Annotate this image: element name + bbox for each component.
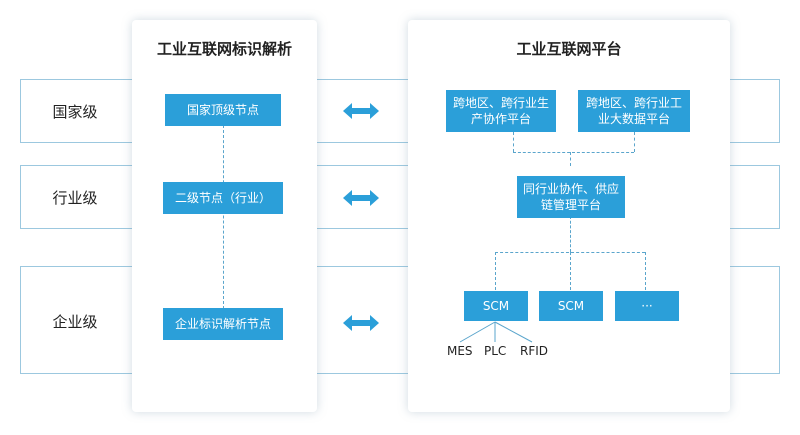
left-connector-line (223, 125, 224, 309)
level-label-enterprise: 企业级 (52, 313, 98, 331)
connector-to-supply (570, 152, 571, 166)
label-rfid: RFID (520, 344, 549, 358)
node-national-top: 国家顶级节点 (165, 94, 281, 126)
node-more: ··· (615, 291, 679, 321)
node-cross-region-bigdata: 跨地区、跨行业工业大数据平台 (578, 90, 690, 132)
bidirectional-arrow-icon-enterprise (343, 315, 379, 331)
connector-scm2 (570, 252, 571, 290)
label-mes: MES (447, 344, 473, 358)
scm-device-connectors (459, 321, 533, 343)
connector-bigdata-down (634, 132, 635, 152)
node-cross-region-collab: 跨地区、跨行业生产协作平台 (446, 90, 556, 132)
connector-scm1 (495, 252, 496, 290)
node-supply-chain: 同行业协作、供应链管理平台 (517, 176, 625, 218)
bidirectional-arrow-icon-industry (343, 190, 379, 206)
node-enterprise-resolution: 企业标识解析节点 (163, 308, 283, 340)
connector-top-horizontal (513, 152, 634, 153)
level-label-industry: 行业级 (52, 189, 98, 207)
node-scm-1: SCM (464, 291, 528, 321)
node-scm-2: SCM (539, 291, 603, 321)
identifier-resolution-panel (132, 20, 317, 412)
node-secondary-industry: 二级节点（行业） (163, 182, 283, 214)
platform-title: 工业互联网平台 (516, 40, 622, 58)
connector-more (645, 252, 646, 290)
level-label-national: 国家级 (52, 103, 98, 121)
connector-collab-down (513, 132, 514, 152)
label-plc: PLC (484, 344, 507, 358)
connector-supply-down (570, 216, 571, 252)
identifier-resolution-title: 工业互联网标识解析 (156, 40, 292, 58)
bidirectional-arrow-icon-national (343, 103, 379, 119)
